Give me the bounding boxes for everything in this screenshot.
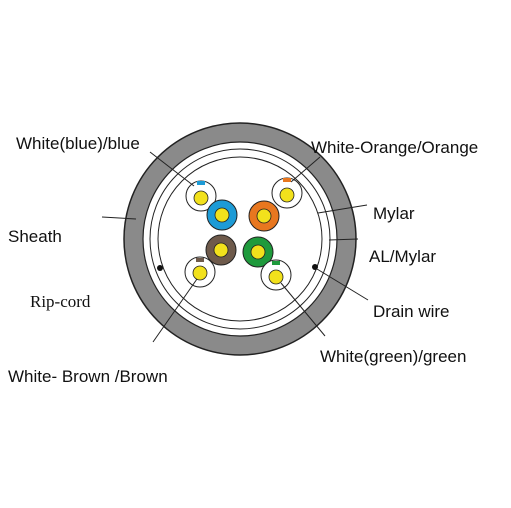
white-green-stripe [272, 261, 280, 265]
leader-white-brown [152, 278, 198, 343]
leader-sheath [101, 216, 137, 220]
leader-white-orange [290, 156, 321, 183]
brown-conductor [205, 234, 237, 266]
label-mylar: Mylar [373, 204, 415, 223]
drain-wire-dot [312, 264, 318, 270]
al-mylar-ring [149, 148, 331, 330]
label-white-brown: White- Brown /Brown [8, 367, 168, 386]
white-brown-conductor [184, 256, 216, 288]
blue-conductor [206, 199, 238, 231]
label-drain-wire: Drain wire [373, 302, 450, 321]
mylar-ring [157, 156, 323, 322]
white-green-conductor [260, 259, 292, 291]
leader-white-green [280, 282, 326, 337]
label-white-green: White(green)/green [320, 347, 466, 366]
leader-mylar [317, 204, 368, 214]
white-orange-stripe [283, 178, 291, 182]
orange-conductor [248, 200, 280, 232]
white-blue-stripe [197, 181, 205, 185]
rip-cord-dot [157, 265, 163, 271]
label-white-blue: White(blue)/blue [16, 134, 140, 153]
white-blue-conductor [185, 180, 217, 212]
leader-white-blue [149, 151, 195, 187]
label-sheath: Sheath [8, 227, 62, 246]
leader-al-mylar [328, 238, 359, 241]
leader-drain-wire [316, 268, 369, 301]
white-orange-conductor [271, 177, 303, 209]
jacket-inner [142, 141, 338, 337]
white-brown-stripe [196, 258, 204, 262]
green-conductor [242, 236, 274, 268]
label-white-orange: White-Orange/Orange [311, 138, 478, 157]
label-al-mylar: AL/Mylar [369, 247, 436, 266]
label-rip-cord: Rip-cord [30, 292, 91, 311]
